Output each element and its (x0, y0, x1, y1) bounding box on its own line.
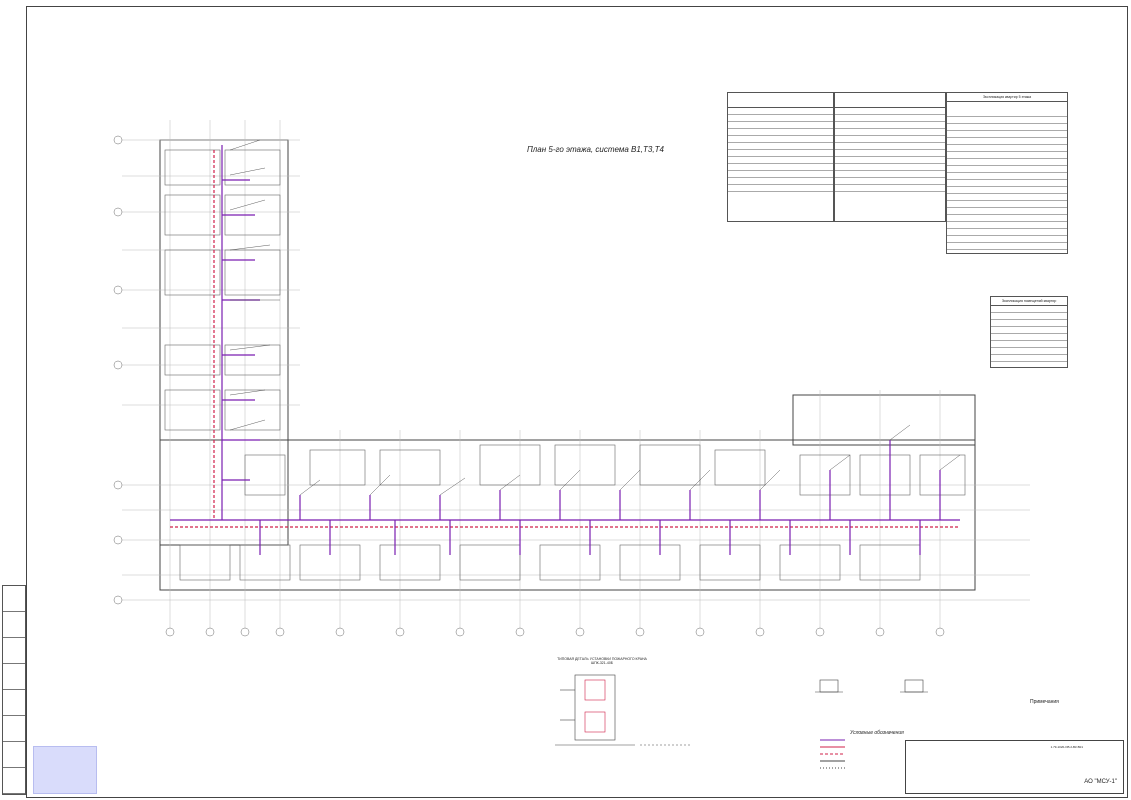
title-block-stamp: 1.79-1020-ОВ.2-ВК.ВК1 АО "МСУ-1" (905, 740, 1124, 794)
notes: Примечания (1030, 699, 1059, 705)
drawing-frame (26, 6, 1128, 798)
rooms-explication-table: Экспликация помещений квартир (990, 296, 1068, 368)
drawing-title: План 5-го этажа, система В1,Т3,Т4 (527, 145, 664, 154)
rooms-table-1 (727, 92, 834, 222)
section-details (815, 679, 928, 693)
legend: Условные обозначения (850, 730, 904, 736)
horizontal-wing-outline (159, 439, 976, 591)
fire-cabinet-detail (555, 674, 690, 746)
vertical-wing-outline (159, 139, 289, 546)
annotation-leaders (229, 139, 961, 496)
water-pipes (170, 145, 960, 555)
internal-walls (164, 149, 966, 581)
blue-highlight-box (33, 746, 97, 794)
axis-markers (113, 135, 945, 637)
legend-swatches (820, 739, 845, 769)
stamp-code: 1.79-1020-ОВ.2-ВК.ВК1 (1050, 745, 1083, 749)
side-stamp-strip (2, 585, 26, 795)
apartments-explication-table: Экспликация квартир 5 этажа (946, 92, 1068, 254)
east-block-outline (792, 394, 976, 446)
company-name: АО "МСУ-1" (1084, 779, 1117, 785)
rooms-table-2 (834, 92, 946, 222)
detail-title: ТИПОВАЯ ДЕТАЛЬ УСТАНОВКИ ПОЖАРНОГО КРАНА… (557, 657, 647, 665)
